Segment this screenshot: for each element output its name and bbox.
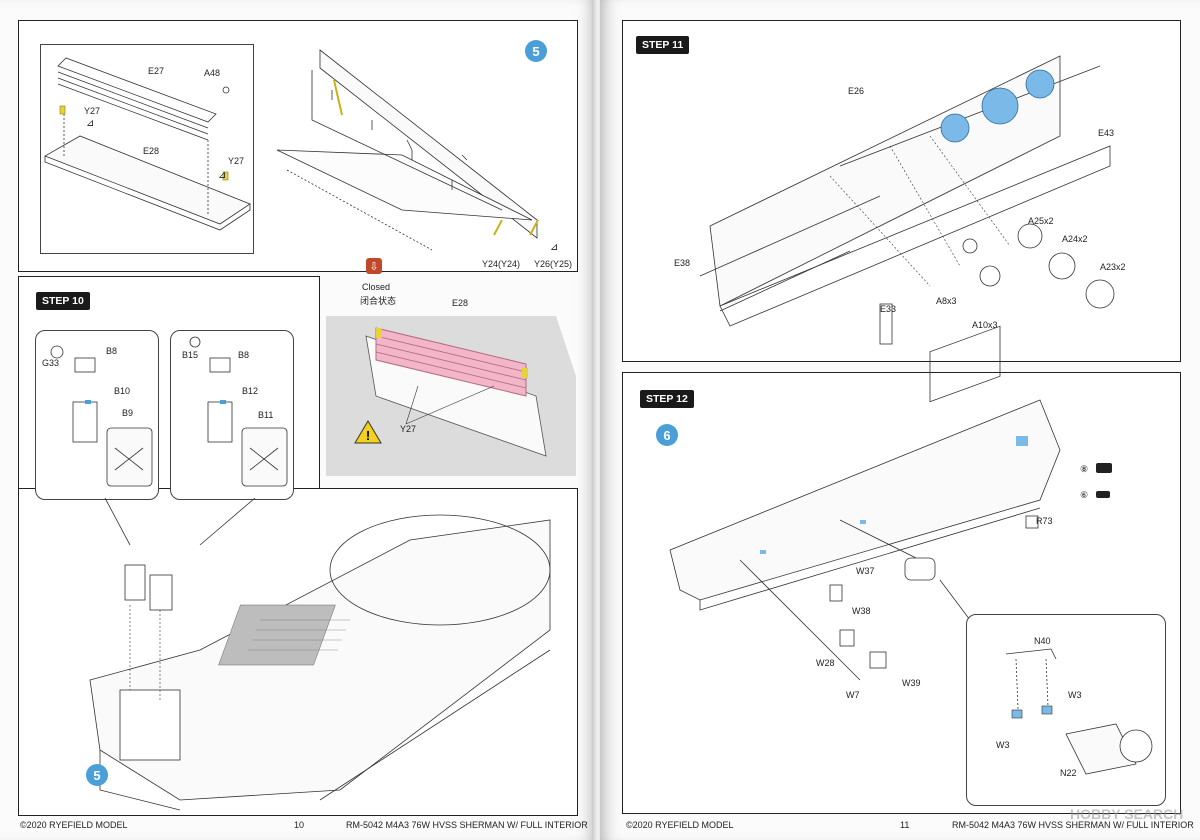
label-w39: W39 xyxy=(902,678,921,688)
svg-text:!: ! xyxy=(366,428,370,443)
label-a24: A24x2 xyxy=(1062,234,1088,244)
footer-page-right: 11 xyxy=(900,820,910,830)
step10-badge: 5 xyxy=(86,764,108,786)
step10-title: STEP 10 xyxy=(36,292,90,310)
label-y24: Y24(Y24) xyxy=(482,259,521,269)
label-m6: ⑥ xyxy=(1080,490,1089,500)
step5-badge: 5 xyxy=(525,40,547,62)
label-e33: E33 xyxy=(880,304,897,314)
label-b15: B15 xyxy=(182,350,199,360)
label-a23: A23x2 xyxy=(1100,262,1126,272)
glue-icon: ⊿ xyxy=(218,170,227,181)
label-a25: A25x2 xyxy=(1028,216,1054,226)
warning-icon: ! xyxy=(354,420,382,444)
step12-title: STEP 12 xyxy=(640,390,694,408)
label-y27-b: Y27 xyxy=(228,156,245,166)
closed-label: Closed xyxy=(362,282,391,292)
label-e28: E28 xyxy=(143,146,160,156)
label-e43: E43 xyxy=(1098,128,1115,138)
part-6-icon xyxy=(1096,491,1110,498)
label-n40: N40 xyxy=(1034,636,1051,646)
label-w38: W38 xyxy=(852,606,871,616)
label-a48: A48 xyxy=(204,68,221,78)
label-e27: E27 xyxy=(148,66,165,76)
step11-title: STEP 11 xyxy=(636,36,690,54)
closed-label-cn: 闭合状态 xyxy=(360,296,397,306)
label-n22: N22 xyxy=(1060,768,1077,778)
label-r73: R73 xyxy=(1036,516,1053,526)
label-b11: B11 xyxy=(258,410,274,420)
left-page: 5 E27 A48 Y27 ⊿ E28 Y27 ⊿ xyxy=(0,0,596,840)
label-e38: E38 xyxy=(674,258,691,268)
closed-view-drawing xyxy=(326,316,576,476)
glue-icon: ⊿ xyxy=(550,242,559,253)
step5-main-drawing xyxy=(276,49,539,251)
label-e28-closed: E28 xyxy=(452,298,469,308)
footer-page-left: 10 xyxy=(294,820,305,830)
footer-title-left: RM-5042 M4A3 76W HVSS SHERMAN W/ FULL IN… xyxy=(346,820,588,830)
part-8-icon xyxy=(1096,463,1112,473)
glue-icon: ⊿ xyxy=(86,118,95,129)
label-b8-b: B8 xyxy=(238,350,250,360)
step12-detail-callout xyxy=(966,614,1166,806)
label-w28: W28 xyxy=(816,658,835,668)
right-page: STEP 11 E26 E43 A25x2 A24x xyxy=(600,0,1200,840)
closed-state-icon: ⇩ xyxy=(366,258,382,274)
label-b12: B12 xyxy=(242,386,259,396)
label-a8: A8x3 xyxy=(936,296,957,306)
label-y27-closed: Y27 xyxy=(400,424,417,434)
label-y27: Y27 xyxy=(84,106,101,116)
footer-copyright-left: ©2020 RYEFIELD MODEL xyxy=(20,820,128,830)
footer-copyright-right: ©2020 RYEFIELD MODEL xyxy=(626,820,734,830)
label-b10: B10 xyxy=(114,386,131,396)
label-m8: ⑧ xyxy=(1080,464,1089,474)
label-w3-b: W3 xyxy=(996,740,1010,750)
label-a10: A10x3 xyxy=(972,320,998,330)
step10-callout-drawing xyxy=(50,336,288,546)
label-w3: W3 xyxy=(1068,690,1082,700)
step5-subview-drawing xyxy=(44,57,251,231)
step11-drawing xyxy=(699,55,1115,345)
label-w7: W7 xyxy=(846,690,860,700)
label-e26: E26 xyxy=(848,86,865,96)
label-y26: Y26(Y25) xyxy=(534,259,573,269)
step12-drawing xyxy=(669,325,1061,681)
step10-hull-drawing xyxy=(89,514,551,811)
watermark: HOBBY SEARCH xyxy=(1070,806,1184,822)
step12-detail-drawing xyxy=(1005,648,1153,775)
step12-badge: 6 xyxy=(656,424,678,446)
label-b8: B8 xyxy=(106,346,118,356)
label-g33: G33 xyxy=(42,358,60,368)
label-w37: W37 xyxy=(856,566,875,576)
label-b9: B9 xyxy=(122,408,134,418)
footer-title-right: RM-5042 M4A3 76W HVSS SHERMAN W/ FULL IN… xyxy=(952,820,1194,830)
